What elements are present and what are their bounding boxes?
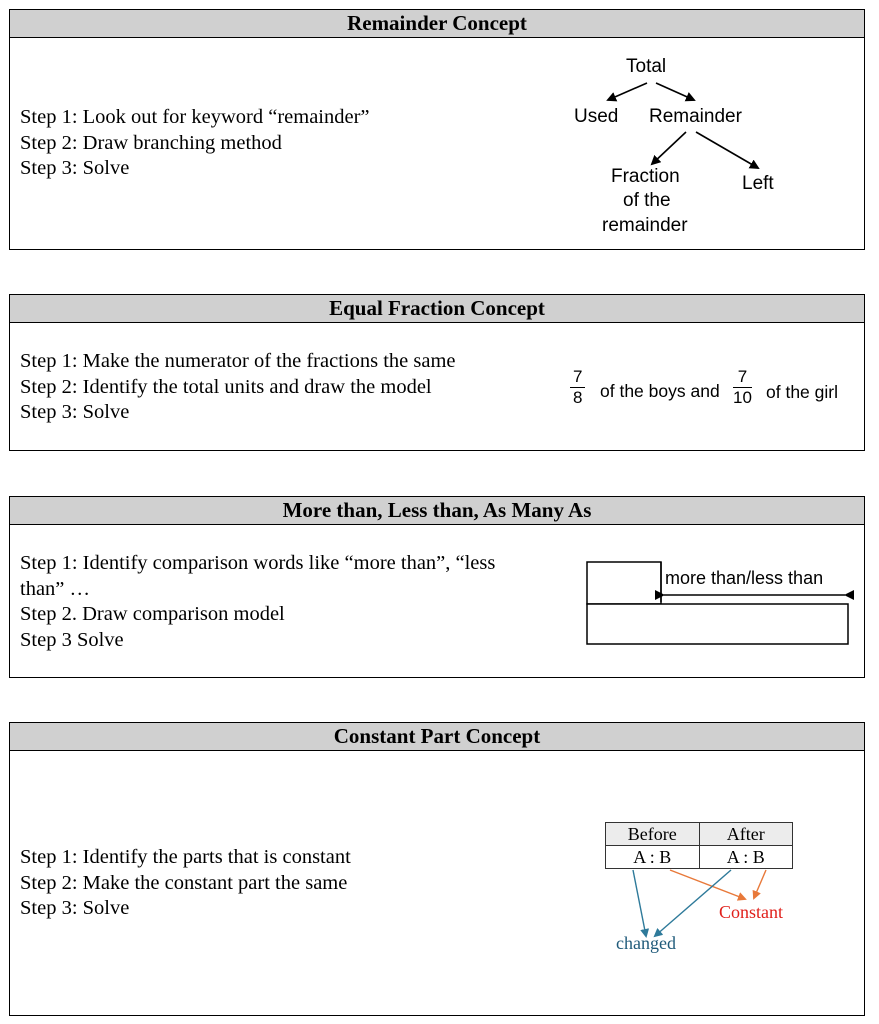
orange-arrow-2 — [752, 869, 767, 900]
fraction-label-2: of the — [623, 190, 671, 211]
step-1: Step 1: Identify the parts that is const… — [20, 846, 351, 868]
after-header: After — [698, 822, 793, 846]
constant-part-concept-card: Constant Part Concept Step 1: Identify t… — [9, 722, 865, 1016]
step-3: Step 3: Solve — [20, 157, 130, 179]
constant-steps: Step 1: Identify the parts that is const… — [20, 845, 351, 922]
fraction-label-3: remainder — [602, 215, 688, 236]
equal-fraction-concept-title: Equal Fraction Concept — [10, 295, 864, 323]
comparison-steps: Step 1: Identify comparison words like “… — [20, 551, 495, 653]
comparison-concept-title: More than, Less than, As Many As — [10, 497, 864, 525]
comparison-model — [586, 561, 854, 645]
fraction-label-1: Fraction — [611, 166, 680, 187]
total-label: Total — [626, 56, 667, 77]
used-label: Used — [574, 106, 619, 127]
constant-label: Constant — [719, 902, 784, 922]
step-2: Step 2: Identify the total units and dra… — [20, 375, 432, 398]
blue-arrow-2 — [653, 869, 732, 938]
short-bar — [586, 561, 662, 605]
fraction-end-text: of the girl — [766, 382, 838, 402]
remainder-concept-card: Remainder Concept Step 1: Look out for k… — [9, 9, 865, 250]
step-1a: Step 1: Identify comparison words like “… — [20, 552, 496, 574]
before-header: Before — [605, 822, 700, 846]
step-1: Step 1: Make the numerator of the fracti… — [20, 350, 456, 372]
ratio-table: Before After A : B A : B — [605, 822, 793, 869]
left-label: Left — [742, 173, 774, 194]
fraction-seven-tenths: 7 10 — [733, 367, 752, 408]
fraction-denominator: 8 — [573, 388, 583, 407]
step-2: Step 2: Draw branching method — [20, 131, 282, 154]
equal-fraction-steps: Step 1: Make the numerator of the fracti… — [20, 349, 456, 426]
remainder-label: Remainder — [649, 106, 742, 127]
constant-part-concept-title: Constant Part Concept — [10, 723, 864, 751]
fraction-numerator: 7 — [733, 367, 752, 388]
comparison-concept-card: More than, Less than, As Many As Step 1:… — [9, 496, 865, 678]
remainder-steps: Step 1: Look out for keyword “remainder”… — [20, 105, 370, 182]
difference-label: more than/less than — [665, 568, 824, 588]
remainder-concept-title: Remainder Concept — [10, 10, 864, 38]
branching-diagram-arrows — [606, 82, 760, 170]
blue-arrow-1 — [632, 869, 650, 938]
fraction-mid-text: of the boys and — [600, 381, 720, 401]
step-2: Step 2: Make the constant part the same — [20, 871, 348, 894]
long-bar — [586, 603, 849, 645]
ratio-before: A : B — [605, 845, 700, 869]
fraction-seven-eighths: 7 8 — [570, 367, 586, 408]
constant-arrows — [632, 869, 767, 938]
step-1b: than” … — [20, 577, 91, 600]
step-3: Step 3: Solve — [20, 897, 130, 919]
step-2: Step 2. Draw comparison model — [20, 603, 285, 625]
fraction-denominator: 10 — [733, 388, 752, 407]
changed-label: changed — [616, 933, 676, 953]
fraction-numerator: 7 — [570, 367, 586, 388]
step-3: Step 3: Solve — [20, 401, 130, 423]
equal-fraction-concept-card: Equal Fraction Concept Step 1: Make the … — [9, 294, 865, 451]
orange-arrow-1 — [669, 869, 747, 901]
step-3: Step 3 Solve — [20, 628, 124, 651]
ratio-after: A : B — [698, 845, 793, 869]
step-1: Step 1: Look out for keyword “remainder” — [20, 106, 370, 128]
